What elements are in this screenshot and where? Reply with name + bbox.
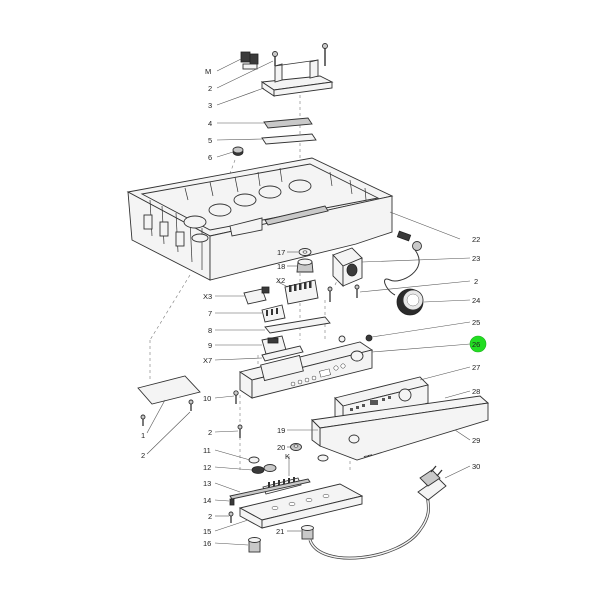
part-24-gauge	[396, 288, 424, 316]
part-11-washer	[248, 454, 329, 464]
part-22-housing	[126, 157, 394, 281]
callout-26-highlight	[469, 335, 487, 353]
callout-22: 22	[472, 235, 480, 244]
callout-2c: 2	[141, 451, 145, 460]
callout-16: 16	[203, 539, 211, 548]
callout-28: 28	[472, 387, 480, 396]
callout-x3: X3	[203, 292, 212, 301]
part-7-connector	[261, 304, 286, 323]
part-x7-cable	[261, 345, 304, 362]
callout-1: 1	[141, 431, 145, 440]
callout-6: 6	[208, 153, 212, 162]
part-x2-terminal	[284, 279, 333, 305]
callout-9: 9	[208, 341, 212, 350]
part-5-strip	[261, 133, 317, 145]
part-8-plate	[264, 316, 331, 334]
part-30-power-cable	[308, 465, 447, 560]
callout-12: 12	[203, 463, 211, 472]
callout-labels: M 2 3 4 5 6 22 17 18 X2 X3 7 8 9 X7 23 2…	[141, 67, 487, 548]
callout-21: 21	[276, 527, 284, 536]
part-18-nut	[296, 258, 314, 273]
part-26-control-frame	[238, 341, 374, 399]
callout-18: 18	[277, 262, 285, 271]
callout-m: M	[205, 67, 211, 76]
callout-17: 17	[277, 248, 285, 257]
leader-lines	[146, 58, 471, 546]
part-2-screw-low	[237, 424, 243, 438]
part-21-gland	[301, 525, 314, 540]
callout-10: 10	[203, 394, 211, 403]
part-14-pin	[229, 498, 235, 506]
part-12-nut	[251, 464, 277, 474]
part-10-screw	[233, 390, 239, 404]
callout-15: 15	[203, 527, 211, 536]
callout-x2: X2	[276, 276, 285, 285]
part-4-strip	[263, 117, 313, 129]
part-6-nut	[232, 146, 244, 156]
part-29-cover: ▪▪▪▪▪▪	[311, 395, 490, 461]
callout-26: 26	[472, 340, 480, 349]
part-2-screw-left	[140, 399, 194, 426]
part-x3-connector	[243, 286, 270, 305]
callout-23: 23	[472, 254, 480, 263]
part-3-bracket	[260, 59, 334, 97]
assembly-guides	[149, 95, 351, 470]
callout-19: 19	[277, 426, 285, 435]
callout-25: 25	[472, 318, 480, 327]
callout-2e: 2	[208, 512, 212, 521]
callout-13: 13	[203, 479, 211, 488]
part-23-sensor-box	[332, 247, 363, 288]
part-9-connector	[261, 335, 287, 355]
part-20-nut	[290, 443, 302, 451]
callout-27: 27	[472, 363, 480, 372]
callout-4: 4	[208, 119, 212, 128]
callout-24: 24	[472, 296, 480, 305]
callout-14: 14	[203, 496, 211, 505]
callout-11: 11	[203, 446, 211, 455]
part-23-cable	[384, 230, 422, 296]
part-15-base-plate	[238, 483, 364, 529]
part-13-rail	[229, 478, 311, 500]
part-16-gland	[248, 537, 261, 553]
part-25-clip	[338, 334, 373, 343]
part-2-screw-mid	[354, 284, 360, 298]
callout-5: 5	[208, 136, 212, 145]
callout-20: 20	[277, 443, 285, 452]
part-17-washer	[298, 248, 312, 256]
callout-2d: 2	[208, 428, 212, 437]
part-2-screw-bottom	[228, 511, 234, 523]
part-top-screws	[272, 43, 328, 66]
callout-8: 8	[208, 326, 212, 335]
callout-3: 3	[208, 101, 212, 110]
callout-29: 29	[472, 436, 480, 445]
callout-30: 30	[472, 462, 480, 471]
part-1-sheet	[137, 375, 201, 405]
callout-2b: 2	[474, 277, 478, 286]
callout-7: 7	[208, 309, 212, 318]
part-m-connector	[240, 51, 259, 70]
callout-2: 2	[208, 84, 212, 93]
callout-k: K	[285, 452, 290, 461]
svg-text:▪▪▪▪▪▪: ▪▪▪▪▪▪	[363, 452, 373, 459]
callout-x7: X7	[203, 356, 212, 365]
